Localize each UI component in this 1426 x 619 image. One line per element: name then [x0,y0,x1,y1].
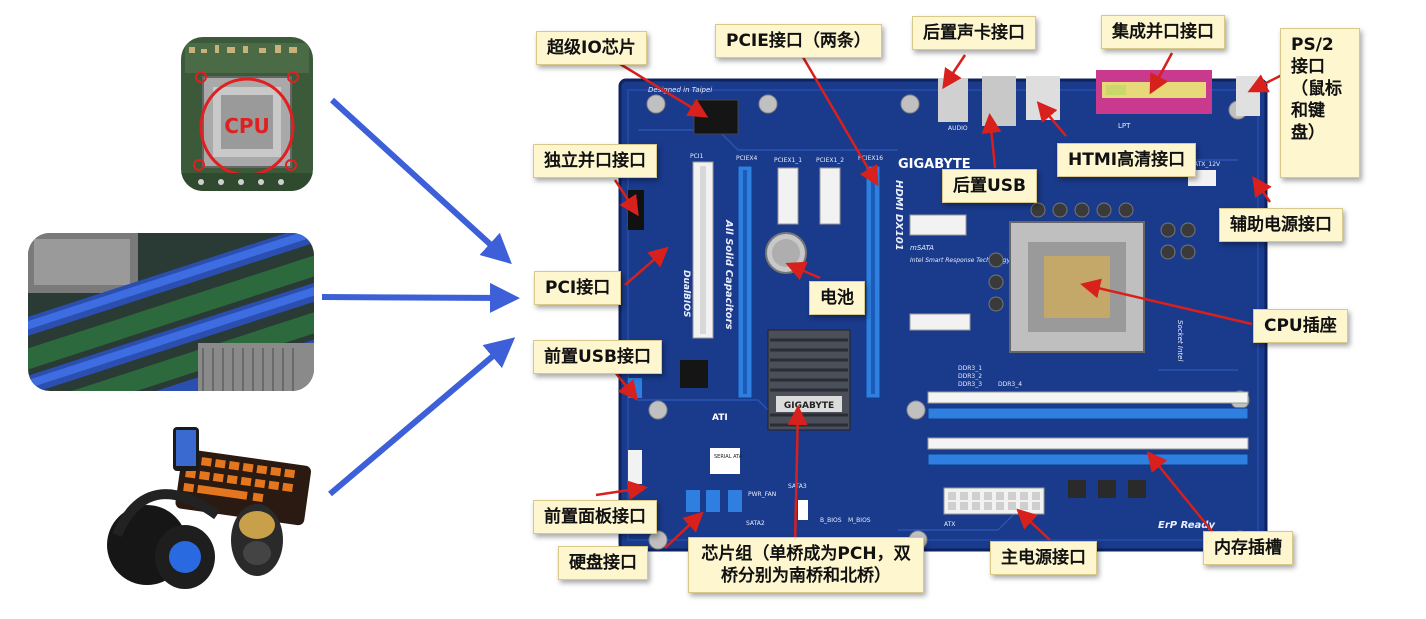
arrow-ps2 [1247,73,1283,93]
arrow-memory [1146,451,1216,536]
arrow-rear-usb [981,113,1002,169]
board-socket-text: Socket Intel [1176,320,1184,361]
blue-arrow-peripherals [328,337,516,497]
label-battery: 电池 [809,281,865,315]
label-main-power: 主电源接口 [990,541,1097,575]
memory-photo [28,233,314,391]
arrow-pcie [798,51,879,187]
board-dualbios-text: DualBIOS [681,270,691,317]
label-memory: 内存插槽 [1203,531,1293,565]
board-brand-text: GIGABYTE [898,157,971,172]
label-cpu-socket: CPU插座 [1253,309,1348,343]
board-intel-text: Intel Smart Response Technology [910,257,1011,264]
arrow-hdd [664,511,704,549]
label-super-io: 超级IO芯片 [536,31,647,65]
board-ddr3-2-text: DDR3_2 [958,373,982,380]
board-erp-text: ErP Ready [1158,520,1215,531]
board-msata-text: mSATA [910,244,934,252]
board-ddr3-4-text: DDR3_4 [998,381,1022,388]
label-ps2: PS/2接口（鼠标和键盘） [1280,28,1360,178]
board-lpt-text: LPT [1118,122,1131,130]
arrow-rear-audio [942,54,967,90]
arrow-cpu-socket [1080,278,1253,326]
board-ddr3-3-text: DDR3_3 [958,381,982,388]
arrow-parallel-integrated [1149,52,1174,95]
board-sata2-text: SATA2 [746,520,765,527]
blue-arrow-memory [321,282,520,313]
label-pci: PCI接口 [534,271,622,305]
label-parallel-independent: 独立并口接口 [533,144,657,178]
label-parallel-integrated: 集成并口接口 [1101,15,1225,49]
board-ddr3-1-text: DDR3_1 [958,365,982,372]
cpu-photo-text: CPU [224,114,270,138]
label-front-panel: 前置面板接口 [533,500,657,534]
label-rear-audio: 后置声卡接口 [912,16,1036,50]
cpu-photo-svg: CPU [181,37,313,191]
blue-arrow-cpu [329,97,512,265]
label-rear-usb: 后置USB [942,169,1038,203]
memory-photo-svg [28,233,314,391]
board-pwr-fan-text: PWR_FAN [748,491,776,498]
board-designed-text: Designed in Taipei [648,86,712,94]
cpu-photo: CPU [181,37,313,191]
arrow-battery [785,261,821,281]
arrow-super-io [619,62,709,118]
peripherals-photo [107,425,313,595]
board-pciex4-text: PCIEX4 [736,155,757,162]
label-chipset: 芯片组（单桥成为PCH，双桥分别为南桥和北桥） [688,537,924,593]
board-b-bios-text: B_BIOS [820,517,842,524]
peripherals-photo-svg [107,425,313,595]
board-atx-text: ATX [944,521,955,528]
board-pciex1-2-text: PCIEX1_2 [816,157,844,164]
dimm-slots [927,391,1249,466]
label-aux-power: 辅助电源接口 [1219,208,1343,242]
arrow-aux-power [1252,175,1272,203]
board-atx12v-text: ATX_12V [1194,161,1221,168]
board-brand-short-text: GIGABYTE [784,401,834,411]
board-caps-text: All Solid Capacitors [723,219,734,330]
arrow-chipset [787,405,808,546]
board-pciex16-text: PCIEX16 [858,155,883,162]
board-audio-text: AUDIO [948,125,968,132]
board-m-bios-text: M_BIOS [848,517,871,524]
board-pci1-text: PCI1 [690,153,704,160]
label-hdmi: HTMI高清接口 [1057,143,1197,177]
board-ati-text: ATI [712,413,728,423]
arrow-main-power [1016,508,1051,541]
label-hdd: 硬盘接口 [558,546,648,580]
arrow-hdmi [1036,101,1067,137]
label-front-usb: 前置USB接口 [533,340,663,374]
label-pcie: PCIE接口（两条） [715,24,882,58]
board-pciex1-1-text: PCIEX1_1 [774,157,802,164]
arrow-pci [624,246,669,286]
arrow-front-usb [614,371,639,401]
board-model-text: HDMI DX101 [893,180,904,251]
arrow-parallel-independent [613,179,639,217]
arrow-front-panel [595,480,648,501]
board-serial-ata-text: SERIAL ATA [714,454,743,460]
